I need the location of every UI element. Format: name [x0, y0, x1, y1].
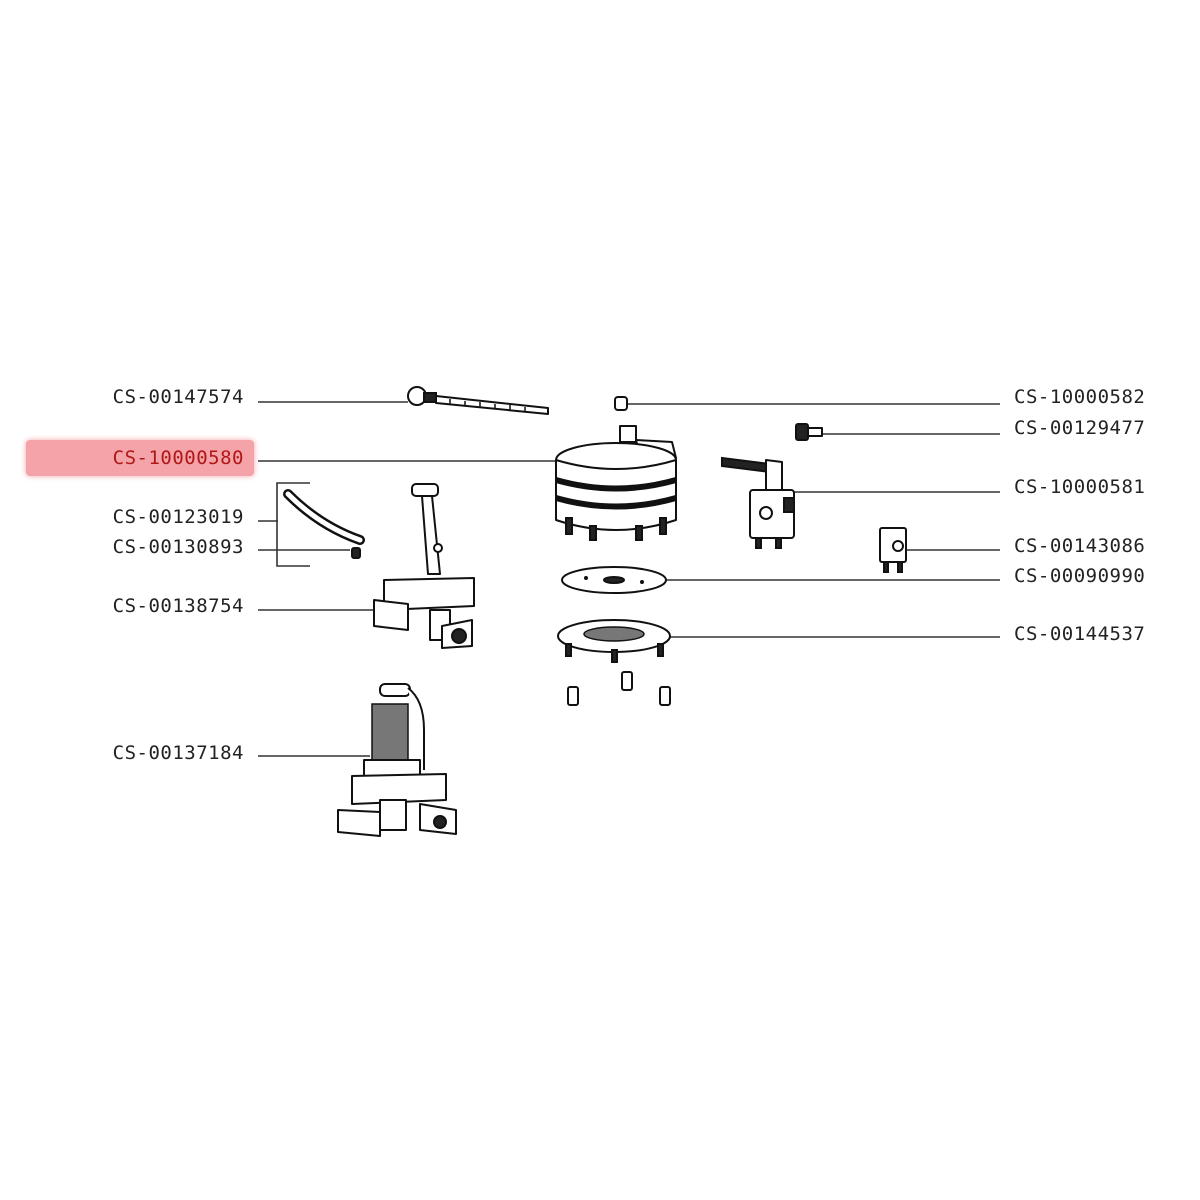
part-label-cs-00137184[interactable]: CS-00137184 [112, 742, 244, 764]
part-label-cs-10000582[interactable]: CS-10000582 [1014, 386, 1146, 408]
electrical-component-part[interactable] [879, 527, 907, 573]
part-label-cs-00143086[interactable]: CS-00143086 [1014, 535, 1146, 557]
part-label-cs-00147574[interactable]: CS-00147574 [112, 386, 244, 408]
pump-assembly-part[interactable] [337, 683, 457, 837]
fitting-part[interactable] [795, 423, 823, 441]
part-label-cs-00090990[interactable]: CS-00090990 [1014, 565, 1146, 587]
pump-bracket-part[interactable] [373, 483, 475, 649]
part-label-cs-00144537[interactable]: CS-00144537 [1014, 623, 1146, 645]
boiler-part[interactable] [555, 425, 677, 541]
part-label-cs-00129477[interactable]: CS-00129477 [1014, 417, 1146, 439]
part-label-cs-10000580[interactable]: CS-10000580 [112, 447, 244, 469]
part-label-cs-00130893[interactable]: CS-00130893 [112, 536, 244, 558]
part-label-cs-00123019[interactable]: CS-00123019 [112, 506, 244, 528]
small-ring-part[interactable] [614, 396, 628, 411]
selected-part-highlight [26, 440, 254, 476]
part-label-cs-00138754[interactable]: CS-00138754 [112, 595, 244, 617]
clip-part[interactable] [351, 547, 361, 559]
curved-tube-part[interactable] [283, 489, 365, 545]
solenoid-valve-part[interactable] [721, 456, 795, 549]
gasket-part[interactable] [561, 566, 667, 594]
leader-lines [258, 401, 1000, 757]
probe-sensor-part[interactable] [407, 386, 549, 415]
part-label-cs-10000581[interactable]: CS-10000581 [1014, 476, 1146, 498]
base-plate-part[interactable] [557, 619, 671, 706]
